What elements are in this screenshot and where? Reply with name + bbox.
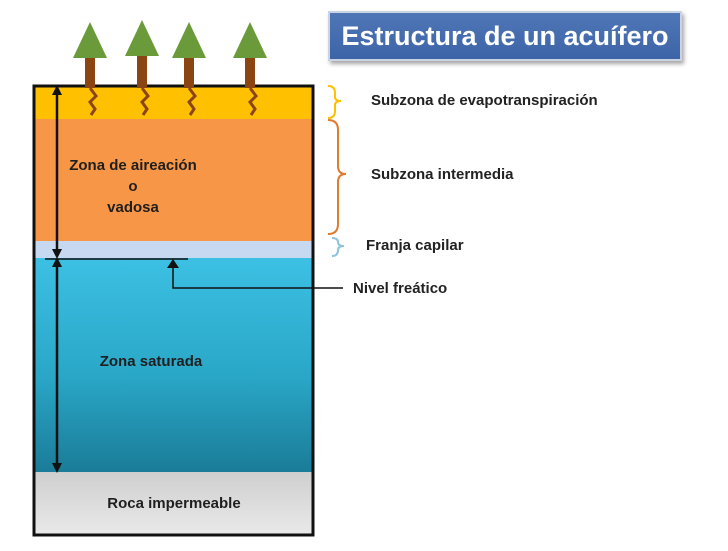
water-table-pointer-head (167, 259, 179, 268)
capillary-brace (331, 237, 345, 257)
intermediate-label: Subzona intermedia (371, 166, 514, 183)
tree-4 (233, 22, 267, 116)
aeration-zone-line-2: o (128, 178, 138, 195)
bedrock-label: Roca impermeable (107, 495, 241, 512)
bedrock-layer (34, 472, 313, 535)
evapotranspiration-layer (34, 86, 313, 119)
diagram-title: Estructura de un acuífero (328, 11, 682, 61)
tree-2 (125, 20, 159, 116)
aeration-zone-line-1: Zona de aireación (69, 157, 197, 174)
evapotranspiration-label: Subzona de evapotranspiración (371, 92, 598, 109)
capillary-label: Franja capilar (366, 237, 464, 254)
intermediate-layer (34, 119, 313, 241)
aquifer-frame (32, 84, 315, 537)
aeration-zone-line-3: vadosa (107, 199, 159, 216)
water-table-pointer (172, 266, 343, 289)
intermediate-brace (327, 119, 347, 235)
saturated-zone-label: Zona saturada (99, 353, 203, 370)
tree-3 (172, 22, 206, 116)
tree-1 (73, 22, 107, 116)
water-table-label: Nivel freático (353, 280, 448, 297)
saturated-layer (34, 258, 313, 472)
aeration-zone-label: Zona de aireación o vadosa (58, 155, 208, 218)
evapotranspiration-brace (327, 85, 342, 119)
capillary-layer (34, 241, 313, 258)
